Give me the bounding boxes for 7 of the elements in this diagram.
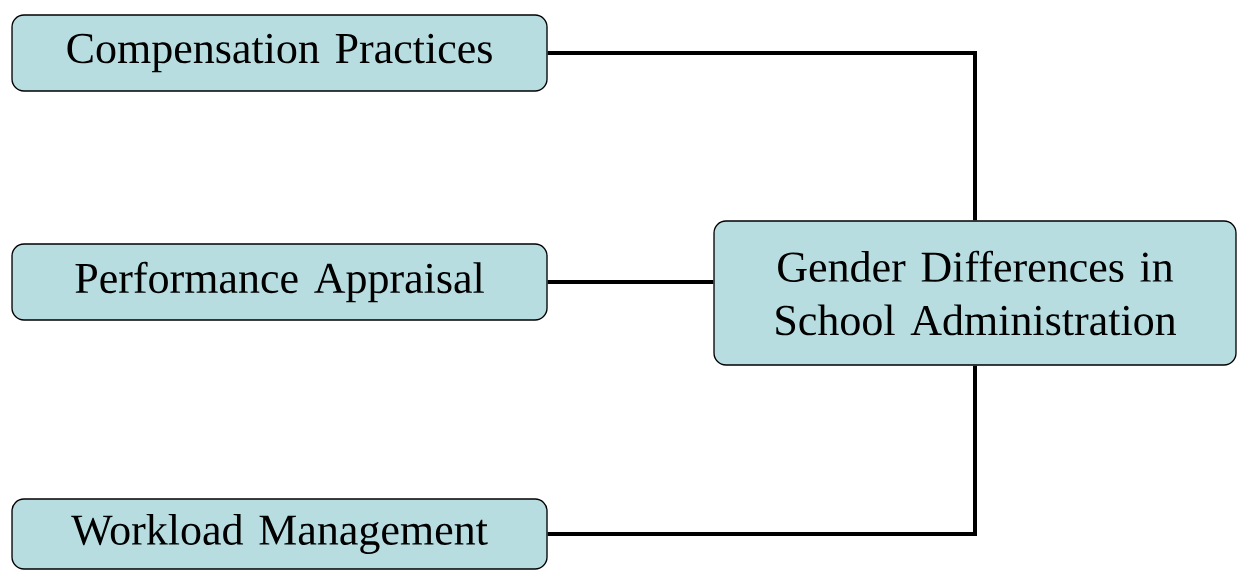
connector-line xyxy=(547,280,714,284)
process-box: Gender Differences in School Administration xyxy=(713,220,1237,366)
process-box: Compensation Practices xyxy=(11,14,548,92)
process-box: Performance Appraisal xyxy=(11,243,548,321)
connector-line xyxy=(547,51,977,221)
connector-line xyxy=(547,365,977,536)
process-box: Workload Management xyxy=(11,498,548,570)
